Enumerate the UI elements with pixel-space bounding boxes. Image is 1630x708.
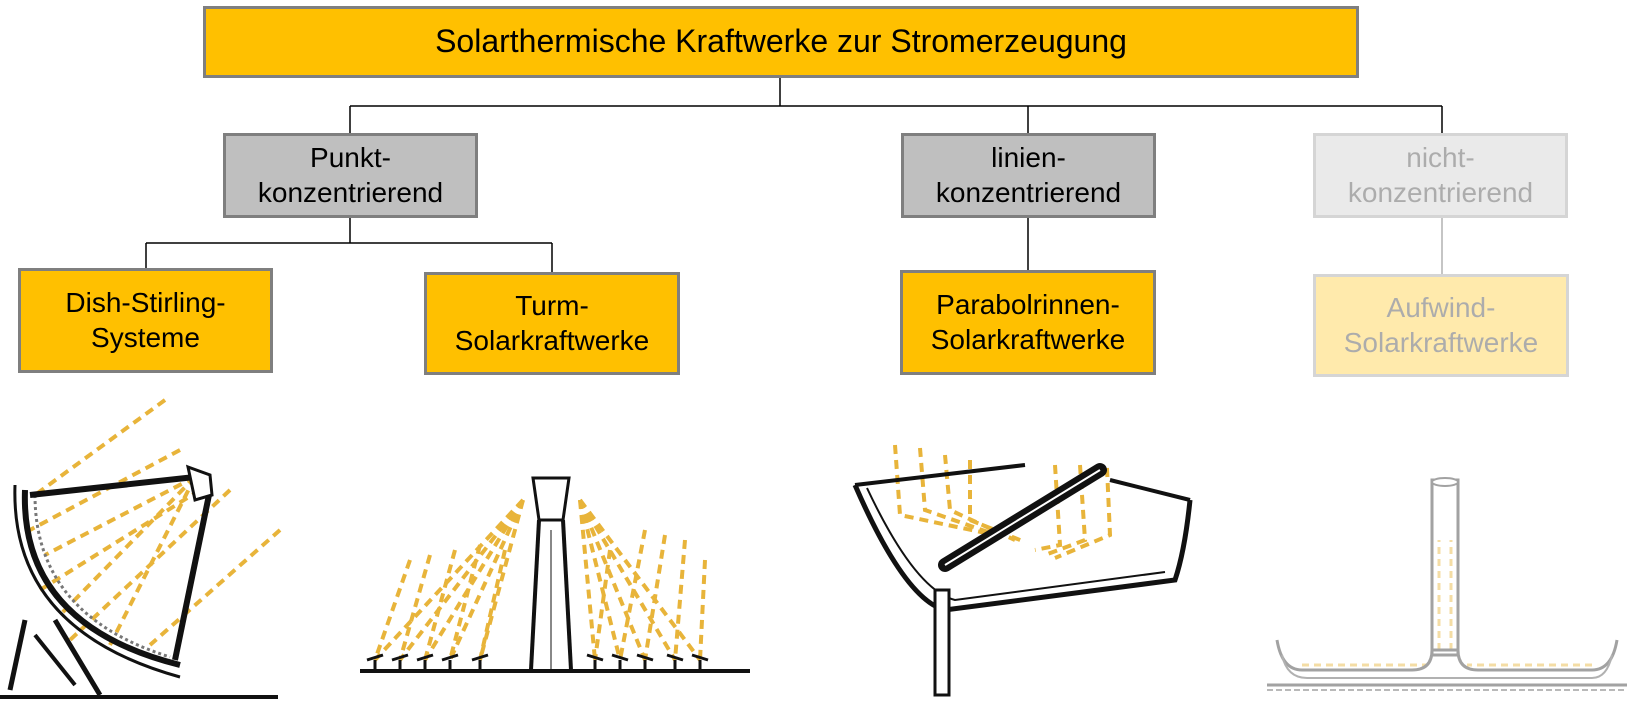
dish-stirling-icon (0, 398, 282, 699)
solar-tower-icon (360, 476, 750, 673)
category-label-line2: konzentrierend (935, 176, 1122, 208)
system-solar-tower: Turm- Solarkraftwerke (424, 272, 680, 375)
parabolic-trough-icon (852, 444, 1193, 697)
solar-updraft-tower-icon (1267, 477, 1627, 691)
system-label-line2: Systeme (91, 321, 200, 353)
category-label-line1: Punkt- (310, 142, 391, 174)
category-label-line2: konzentrierend (1347, 176, 1534, 208)
root-node: Solarthermische Kraftwerke zur Stromerze… (203, 6, 1359, 78)
category-label-line1: linien- (991, 142, 1066, 174)
system-label-line1: Parabolrinnen- (936, 289, 1120, 321)
system-solar-updraft: Aufwind- Solarkraftwerke (1313, 274, 1569, 377)
system-label-line2: Solarkraftwerke (930, 323, 1126, 355)
system-label-line1: Dish-Stirling- (65, 287, 226, 319)
system-dish-stirling: Dish-Stirling- Systeme (18, 268, 273, 373)
category-label-line1: nicht- (1406, 142, 1475, 174)
category-non-concentrating: nicht- konzentrierend (1313, 133, 1568, 218)
system-label-line2: Solarkraftwerke (1343, 326, 1539, 358)
system-parabolic-trough: Parabolrinnen- Solarkraftwerke (900, 270, 1156, 375)
root-label: Solarthermische Kraftwerke zur Stromerze… (435, 23, 1127, 60)
system-label-line1: Turm- (515, 290, 589, 322)
system-label-line2: Solarkraftwerke (454, 324, 650, 356)
category-point-concentrating: Punkt- konzentrierend (223, 133, 478, 218)
category-label-line2: konzentrierend (257, 176, 444, 208)
system-label-line1: Aufwind- (1386, 292, 1496, 324)
category-line-concentrating: linien- konzentrierend (901, 133, 1156, 218)
